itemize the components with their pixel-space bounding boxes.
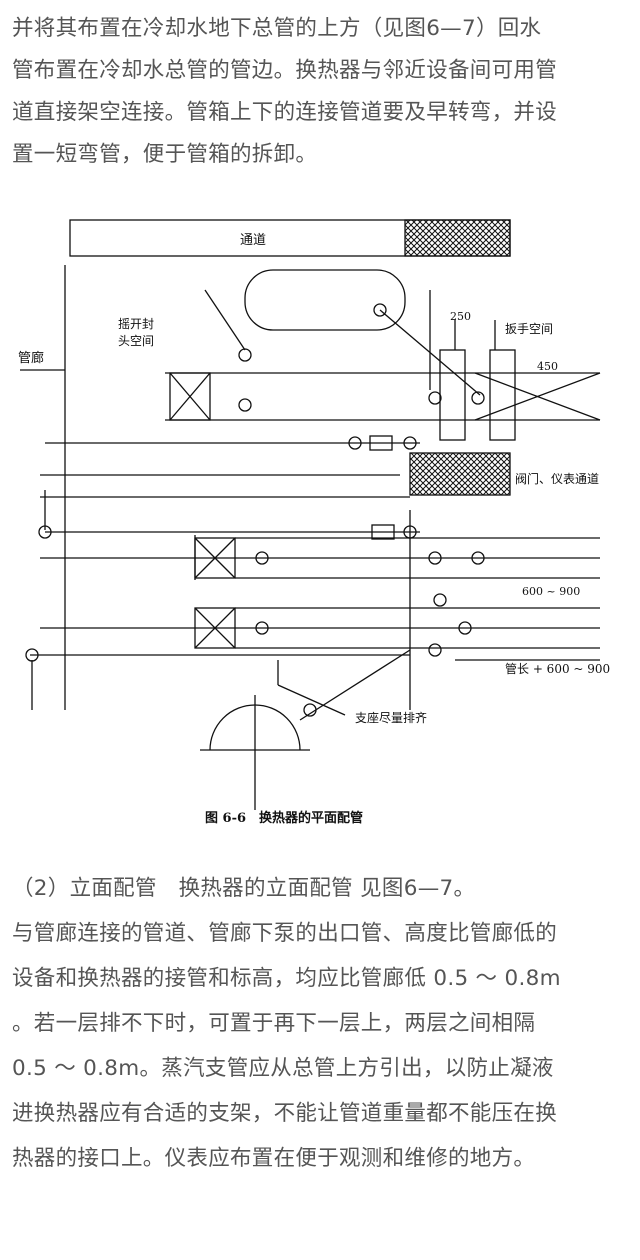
text-line: 并将其布置在冷却水地下总管的上方（见图6—7）回水: [12, 16, 542, 41]
hatched-area: [404, 219, 511, 257]
text-line: 进换热器应有合适的支架，不能让管道重量都不能压在换: [12, 1101, 558, 1126]
label-swing-space-2: 头空间: [118, 334, 154, 348]
text-line: 设备和换热器的接管和标高，均应比管廊低 0.5 ～ 0.8m: [12, 966, 561, 991]
text-line: 热器的接口上。仪表应布置在便于观测和维修的地方。: [12, 1146, 536, 1171]
label-passage: 通道: [240, 233, 266, 248]
label-support: 支座尽量排齐: [355, 710, 427, 725]
figure-caption: 图 6-6 换热器的平面配管: [205, 810, 363, 826]
label-valve-passage: 阀门、仪表通道: [515, 471, 599, 486]
label-pipe-rack: 管廊: [18, 350, 44, 366]
label-450: 450: [537, 360, 558, 373]
intro-paragraph: 并将其布置在冷却水地下总管的上方（见图6—7）回水 管布置在冷却水总管的管边。换…: [12, 8, 632, 176]
label-250: 250: [450, 310, 471, 323]
text-line: 管布置在冷却水总管的管边。换热器与邻近设备间可用管: [12, 58, 558, 83]
text-line: 0.5 ～ 0.8m。蒸汽支管应从总管上方引出，以防止凝液: [12, 1056, 554, 1081]
text-line: 置一短弯管，便于管箱的拆卸。: [12, 142, 318, 167]
label-swing-space: 摇开封: [118, 317, 154, 331]
heat-exchanger-piping-diagram: 通道 管廊 摇开封 头空间 250 扳手空间 450 阀门、仪表通道 600 ~…: [18, 219, 610, 826]
label-wrench-space: 扳手空间: [505, 322, 553, 336]
text-line: 道直接架空连接。管箱上下的连接管道要及早转弯，并设: [12, 100, 558, 125]
valve-passage-hatch: [409, 452, 511, 496]
body-paragraph: （2）立面配管 换热器的立面配管 见图6—7。 与管廊连接的管道、管廊下泵的出口…: [12, 866, 632, 1181]
drum-vessel: [244, 269, 406, 331]
label-tube-length: 管长 + 600 ~ 900: [505, 661, 610, 676]
text-line: 。若一层排不下时，可置于再下一层上，两层之间相隔: [12, 1011, 536, 1036]
label-600-900: 600 ~ 900: [522, 585, 580, 598]
section-heading: （2）立面配管 换热器的立面配管 见图6—7。: [12, 876, 476, 901]
text-line: 与管廊连接的管道、管廊下泵的出口管、高度比管廊低的: [12, 921, 558, 946]
